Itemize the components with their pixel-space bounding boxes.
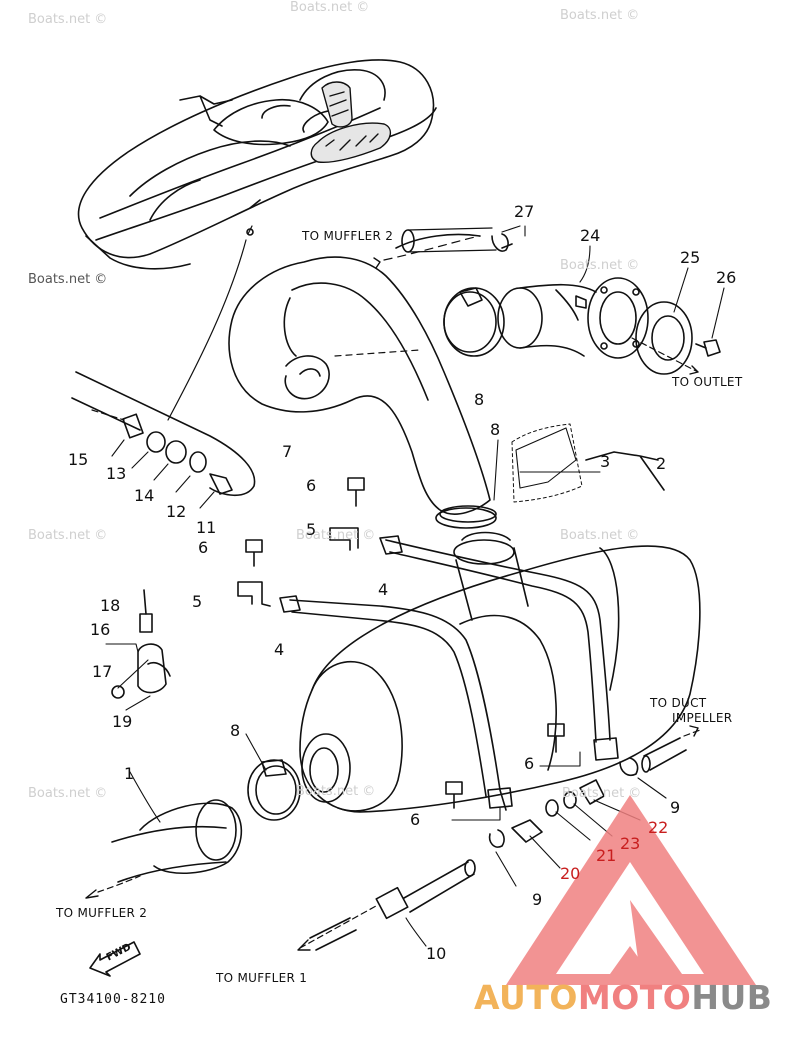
- part-number: 6: [306, 476, 317, 495]
- part-number: 5: [306, 520, 317, 539]
- part-number: 4: [378, 580, 389, 599]
- brand-part-moto: MOTO: [577, 978, 692, 1017]
- part-number: 22: [648, 818, 669, 837]
- callout-to-duct: TO DUCT: [650, 696, 707, 710]
- watermark: Boats.net ©: [290, 0, 370, 15]
- bolts-6: [245, 477, 565, 809]
- part-number: 13: [106, 464, 127, 483]
- part-number: 14: [134, 486, 155, 505]
- part-number: 8: [230, 721, 241, 740]
- part-number: 9: [670, 798, 681, 817]
- part-number: 25: [680, 248, 701, 267]
- part-number: 18: [100, 596, 121, 615]
- brand-part-auto: AUTO: [474, 978, 578, 1017]
- callout-to-outlet: TO OUTLET: [672, 375, 743, 389]
- watercraft-illustration: [77, 59, 437, 270]
- callout-impeller: IMPELLER: [672, 711, 733, 725]
- watermark: Boats.net ©: [296, 784, 376, 799]
- muffler-body-1: [299, 545, 701, 813]
- part-number: 2: [656, 454, 667, 473]
- callout-to-muffler-1: TO MUFFLER 1: [216, 971, 308, 985]
- brand-part-hub: HUB: [691, 978, 773, 1017]
- part-number: 11: [196, 518, 217, 537]
- watermark: Boats.net ©: [560, 8, 640, 23]
- part-number: 7: [282, 442, 293, 461]
- callout-to-muffler-2-bottom: TO MUFFLER 2: [56, 906, 148, 920]
- forward-arrow-icon: FWD: [86, 934, 146, 983]
- watermark: Boats.net ©: [28, 272, 108, 287]
- gasket-25: [635, 301, 693, 375]
- part-number: 21: [596, 846, 617, 865]
- part-number: 20: [560, 864, 581, 883]
- part-number: 26: [716, 268, 737, 287]
- part-number: 24: [580, 226, 601, 245]
- watermark: Boats.net ©: [28, 12, 108, 27]
- part-number: 5: [192, 592, 203, 611]
- watermark: Boats.net ©: [28, 786, 108, 801]
- brand-logo-triangle: [506, 795, 756, 985]
- part-number: 19: [112, 712, 133, 731]
- outlet-elbow-24: [497, 277, 649, 359]
- part-number: 1: [124, 764, 135, 783]
- part-number: 15: [68, 450, 89, 469]
- part-number: 16: [90, 620, 111, 639]
- watermark: Boats.net ©: [28, 528, 108, 543]
- part-number: 9: [532, 890, 543, 909]
- watermark: Boats.net ©: [296, 528, 376, 543]
- part-number: 8: [490, 420, 501, 439]
- part-number: 6: [410, 810, 421, 829]
- part-number: 23: [620, 834, 641, 853]
- part-number: 12: [166, 502, 187, 521]
- part-number: 27: [514, 202, 535, 221]
- watermark: Boats.net ©: [562, 786, 642, 801]
- hose-clamp-8-upper: [443, 287, 505, 357]
- watermark: Boats.net ©: [560, 528, 640, 543]
- callout-to-muffler-2-top: TO MUFFLER 2: [302, 229, 394, 243]
- part-number: 4: [274, 640, 285, 659]
- part-number: 17: [92, 662, 113, 681]
- watermark: Boats.net ©: [560, 258, 640, 273]
- part-number: 10: [426, 944, 447, 963]
- exhaust-pipe-7: [228, 256, 491, 515]
- part-number: 3: [600, 452, 611, 471]
- installed-muffler-hatched: [310, 81, 391, 164]
- brand-wordmark: AUTOMOTOHUB: [474, 978, 772, 1017]
- part-number: 6: [524, 754, 535, 773]
- part-number: 6: [198, 538, 209, 557]
- diagram-code: GT34100-8210: [60, 992, 166, 1007]
- part-number: 8: [474, 390, 485, 409]
